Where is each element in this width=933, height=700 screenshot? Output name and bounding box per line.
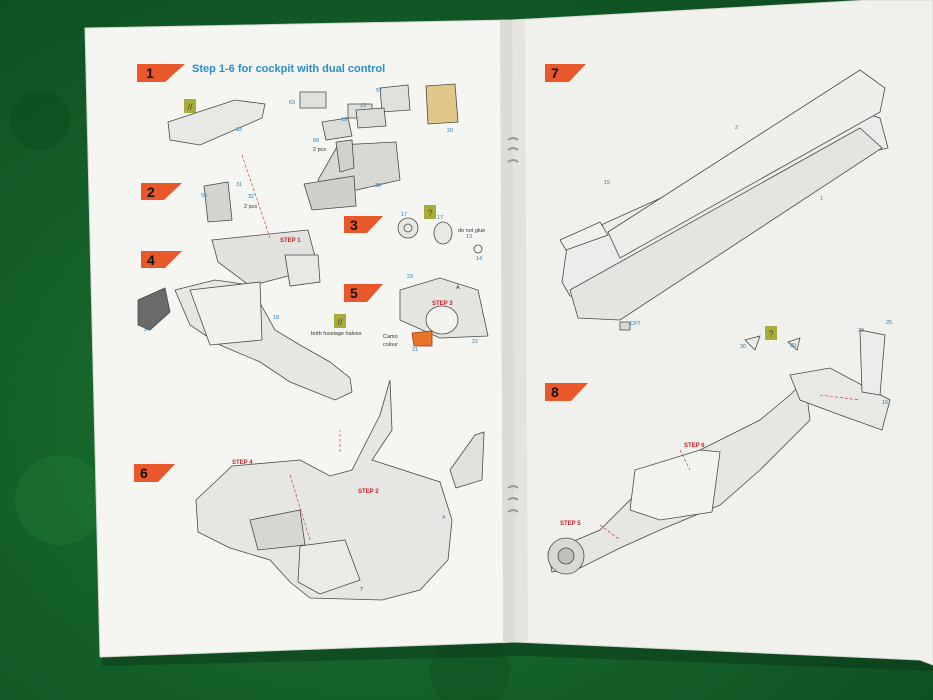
svg-text:?: ? — [427, 208, 432, 218]
callout-step-5: STEP 5 — [560, 521, 581, 527]
part-number: 22 — [472, 339, 479, 345]
step-badges — [134, 64, 588, 482]
part-number: 21 — [412, 347, 419, 353]
step-badge-8 — [545, 383, 588, 401]
step-badge-6 — [134, 464, 175, 482]
part-number: 25 — [886, 320, 893, 326]
step-number-1: 1 — [146, 65, 154, 81]
part-number: 18 — [273, 315, 280, 321]
part-number: 54 — [144, 327, 151, 333]
part-number: A — [456, 285, 460, 291]
part-number: 17 — [437, 215, 444, 221]
step-number-8: 8 — [551, 384, 559, 400]
step-badge-7 — [545, 64, 586, 82]
note-both-fuselage-halves: both fuselage halves — [311, 331, 362, 337]
part-number: 28 — [858, 328, 865, 334]
part-number: 13 — [466, 234, 473, 240]
part-number: CP7 — [630, 321, 641, 327]
step-badge-1 — [137, 64, 185, 82]
part-number: 30 — [740, 344, 747, 350]
note-two-pcs-a: 2 pcs — [313, 147, 327, 153]
step-number-5: 5 — [350, 285, 358, 301]
part-number: 55 — [201, 193, 208, 199]
part-number: 60 — [313, 138, 320, 144]
note-two-pcs-b: 2 pcs — [244, 204, 258, 210]
step-badge-5 — [344, 284, 383, 302]
part-number: 15 — [604, 180, 611, 186]
part-number: 19 — [341, 117, 348, 123]
part-number: 32 — [248, 194, 255, 200]
part-number: 14 — [476, 256, 483, 262]
part-number: 31 — [236, 182, 243, 188]
part-number: 63 — [289, 100, 296, 106]
part-number: 38 — [375, 183, 382, 189]
step-badge-3 — [344, 216, 383, 233]
part-number: 4 — [442, 515, 446, 521]
part-number: 17 — [401, 212, 408, 218]
step-number-4: 4 — [147, 252, 155, 268]
step-number-3: 3 — [350, 217, 358, 233]
step-number-7: 7 — [551, 65, 559, 81]
part-number: 2 — [735, 125, 739, 131]
paint-swatch-icons: // ? // ? — [184, 99, 777, 340]
callout-step-6: STEP 6 — [684, 443, 705, 449]
part-number: 19 — [360, 103, 367, 109]
callout-step-3: STEP 3 — [432, 301, 453, 307]
part-number: 23 — [407, 274, 414, 280]
part-number: 29 — [790, 343, 797, 349]
assembly-drawings — [137, 69, 891, 601]
step-badge-4 — [141, 251, 182, 268]
step-number-2: 2 — [147, 184, 155, 200]
part-number: 33 — [236, 127, 243, 133]
callout-step-1: STEP 1 — [280, 238, 301, 244]
svg-text://: // — [337, 317, 343, 327]
step-heading: Step 1-6 for cockpit with dual control — [192, 63, 386, 75]
staples — [507, 137, 519, 513]
part-number: 57 — [376, 88, 383, 94]
step-badge-2 — [141, 183, 182, 200]
callout-step-2: STEP 2 — [358, 489, 379, 495]
svg-text:?: ? — [768, 329, 773, 339]
svg-text://: // — [187, 102, 193, 112]
note-do-not-glue: do not glue — [458, 228, 486, 234]
part-number: 20 — [447, 128, 454, 134]
part-number: 7 — [360, 587, 364, 593]
part-number: 16 — [882, 400, 889, 406]
part-number: 1 — [820, 196, 824, 202]
callout-step-4: STEP 4 — [232, 460, 253, 466]
note-camo-colour: Camo colour — [383, 334, 398, 348]
step-number-6: 6 — [140, 465, 148, 481]
